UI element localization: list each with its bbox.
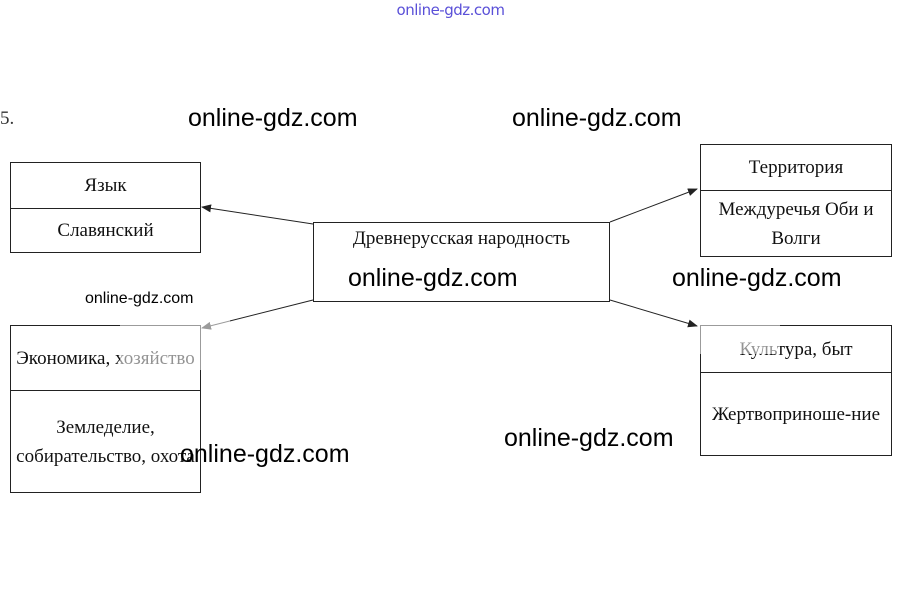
watermark: online-gdz.com: [180, 440, 350, 468]
language-box: Язык Славянский: [10, 162, 201, 253]
center-box: Древнерусская народность: [313, 222, 610, 302]
watermark: online-gdz.com: [504, 424, 674, 452]
territory-box: Территория Междуречья Оби и Волги: [700, 144, 892, 257]
arrow-to-language: [201, 204, 314, 225]
watermark: online-gdz.com: [512, 104, 682, 132]
arrow-to-culture: [609, 299, 698, 328]
smudge: [700, 318, 780, 354]
watermark: online-gdz.com: [85, 290, 194, 307]
task-number: 5.: [0, 108, 15, 129]
watermark: online-gdz.com: [188, 104, 358, 132]
watermark: online-gdz.com: [672, 264, 842, 292]
site-link[interactable]: online-gdz.com: [396, 1, 505, 19]
economy-value: Земледелие, собирательство, охота: [11, 390, 200, 492]
language-value: Славянский: [11, 208, 200, 252]
center-label: Древнерусская народность: [352, 228, 571, 249]
smudge: [120, 318, 230, 370]
language-title: Язык: [84, 175, 127, 196]
arrow-to-territory: [609, 188, 698, 223]
territory-title: Территория: [748, 157, 844, 178]
territory-value: Междуречья Оби и Волги: [701, 190, 891, 256]
watermark: online-gdz.com: [348, 264, 518, 292]
culture-value: Жертвоприноше-ние: [701, 372, 891, 455]
